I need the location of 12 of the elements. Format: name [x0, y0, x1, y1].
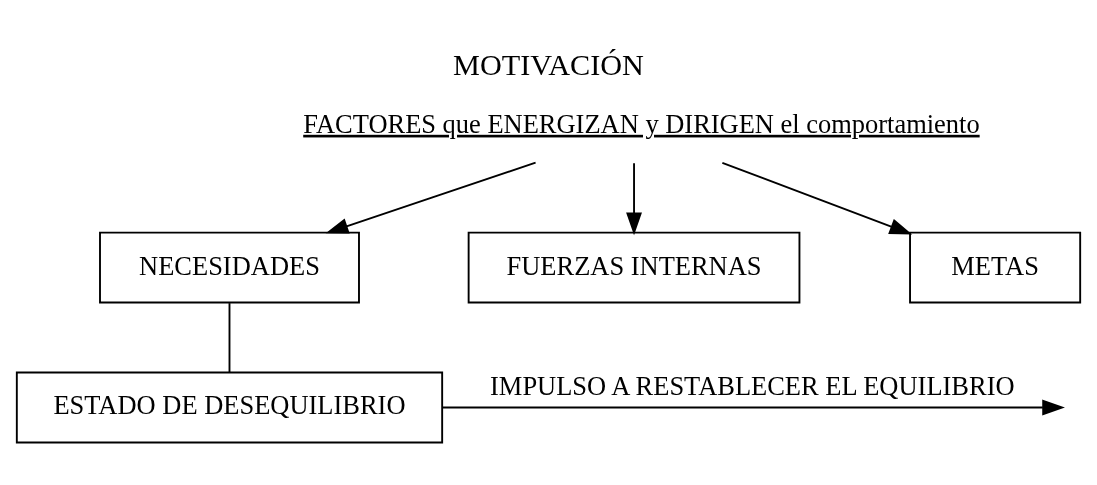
node-box: NECESIDADES: [99, 231, 360, 303]
edge-label: IMPULSO A RESTABLECER EL EQUILIBRIO: [490, 370, 1015, 401]
node-box: FUERZAS INTERNAS: [467, 231, 801, 303]
node-box: METAS: [909, 231, 1082, 303]
diagram-title: MOTIVACIÓN: [453, 47, 644, 82]
node-box: ESTADO DE DESEQUILIBRIO: [15, 371, 444, 443]
arrow: [721, 161, 913, 234]
arrow: [325, 161, 537, 234]
arrow: [441, 399, 1065, 415]
node-text: FACTORES que ENERGIZAN y DIRIGEN el comportamiento: [303, 108, 980, 139]
arrow: [626, 161, 642, 235]
connector: [228, 301, 231, 373]
